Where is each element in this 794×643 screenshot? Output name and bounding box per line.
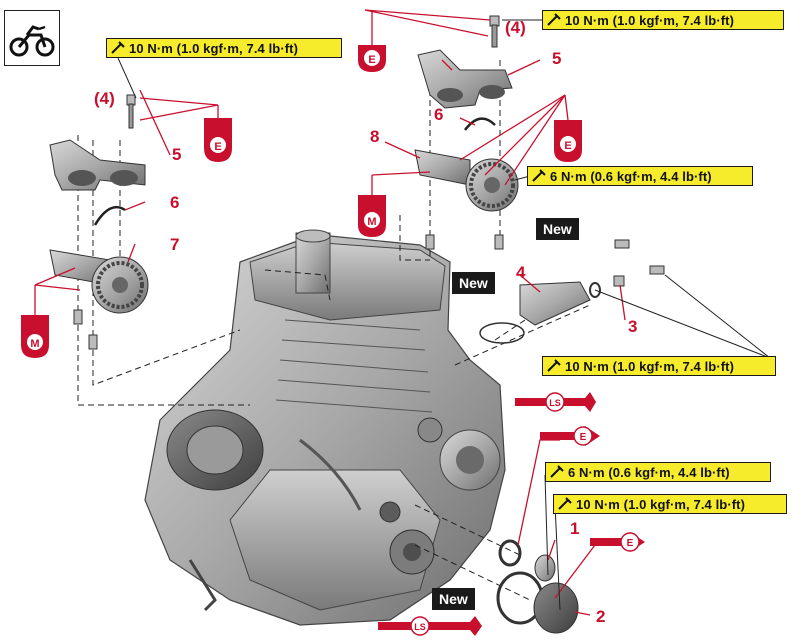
- oil-mark-text: E: [580, 432, 587, 443]
- torque-wrench-icon: [543, 11, 565, 29]
- torque-spec-tensioner: 10 N·m (1.0 kgf·m, 7.4 lb·ft): [542, 356, 776, 376]
- torque-spec-camshaft: 6 N·m (0.6 kgf·m, 4.4 lb·ft): [527, 166, 753, 186]
- new-part-tag: New: [432, 588, 475, 610]
- oil-marker-E-left: E: [204, 118, 232, 162]
- part-number: 6: [170, 193, 180, 212]
- oil-mark-text: E: [627, 538, 634, 549]
- oil-mark-text: E: [564, 140, 571, 152]
- moly-mark-text: M: [30, 338, 39, 350]
- camshaft-left: [49, 249, 149, 314]
- bolt-left: [126, 94, 136, 129]
- part-number: 7: [170, 235, 180, 254]
- torque-spec-text: 10 N·m (1.0 kgf·m, 7.4 lb·ft): [129, 40, 299, 56]
- motorcycle-icon: [9, 25, 55, 57]
- moly-mark-text: M: [367, 216, 376, 228]
- moly-marker-M-left: M: [21, 315, 49, 358]
- torque-spec-text: 6 N·m (0.6 kgf·m, 4.4 lb·ft): [550, 168, 712, 184]
- torque-wrench-icon: [546, 463, 568, 481]
- part-number: 2: [596, 607, 606, 626]
- oil-marker-E-top: E: [358, 45, 386, 72]
- engine-block: [144, 229, 506, 626]
- torque-spec-plug-large: 10 N·m (1.0 kgf·m, 7.4 lb·ft): [553, 494, 787, 514]
- torque-spec-text: 10 N·m (1.0 kgf·m, 7.4 lb·ft): [565, 358, 735, 374]
- part-number: 5: [172, 145, 182, 164]
- vehicle-type-box: [4, 10, 60, 66]
- new-part-tag: New: [452, 272, 495, 294]
- torque-spec-text: 10 N·m (1.0 kgf·m, 7.4 lb·ft): [565, 12, 735, 28]
- lithium-marker-LS-top: LS: [515, 392, 596, 412]
- part-number: (4): [505, 18, 526, 37]
- oil-plugs: [496, 539, 579, 634]
- torque-wrench-icon: [528, 167, 550, 185]
- new-part-tag: New: [536, 218, 579, 240]
- chain-guide-left: [93, 205, 126, 226]
- part-number: (4): [94, 89, 115, 108]
- torque-spec-left: 10 N·m (1.0 kgf·m, 7.4 lb·ft): [106, 38, 342, 58]
- part-number: 6: [434, 105, 444, 124]
- oil-marker-E-bottom: E: [590, 532, 645, 552]
- leader-lines: [34, 9, 626, 616]
- torque-spec-plug-small: 6 N·m (0.6 kgf·m, 4.4 lb·ft): [545, 462, 771, 482]
- lithium-marker-LS-bottom: LS: [378, 616, 482, 636]
- torque-wrench-icon: [107, 39, 129, 57]
- oil-mark-text: E: [368, 54, 375, 66]
- part-number: 5: [552, 49, 562, 68]
- lithium-mark-text: LS: [414, 622, 426, 632]
- cam-chain-tensioner: [479, 281, 601, 344]
- torque-wrench-icon: [543, 357, 565, 375]
- dowel-pins-right: [425, 234, 504, 250]
- oil-marker-E-mid: E: [540, 426, 600, 446]
- torque-wrench-icon: [554, 495, 576, 513]
- oil-mark-text: E: [214, 141, 221, 153]
- chain-guide-right: [464, 117, 496, 131]
- oil-marker-E-right: E: [554, 120, 582, 162]
- bolt-right: [489, 15, 500, 48]
- tensioner-bolts: [613, 239, 665, 287]
- camshaft-right: [414, 149, 519, 212]
- dowel-pins-left: [73, 309, 98, 350]
- torque-spec-top-right: 10 N·m (1.0 kgf·m, 7.4 lb·ft): [542, 10, 784, 30]
- part-number: 4: [516, 263, 526, 282]
- camshaft-cap-left: [49, 139, 146, 191]
- spec-leader-lines: [117, 19, 771, 611]
- part-number: 1: [570, 519, 580, 538]
- part-number: 3: [628, 317, 638, 336]
- torque-spec-text: 6 N·m (0.6 kgf·m, 4.4 lb·ft): [568, 464, 730, 480]
- camshaft-cap-right: [417, 49, 513, 109]
- moly-marker-M-right: M: [358, 195, 386, 237]
- part-number: 8: [370, 127, 380, 146]
- torque-spec-text: 10 N·m (1.0 kgf·m, 7.4 lb·ft): [576, 496, 746, 512]
- lithium-mark-text: LS: [549, 398, 561, 408]
